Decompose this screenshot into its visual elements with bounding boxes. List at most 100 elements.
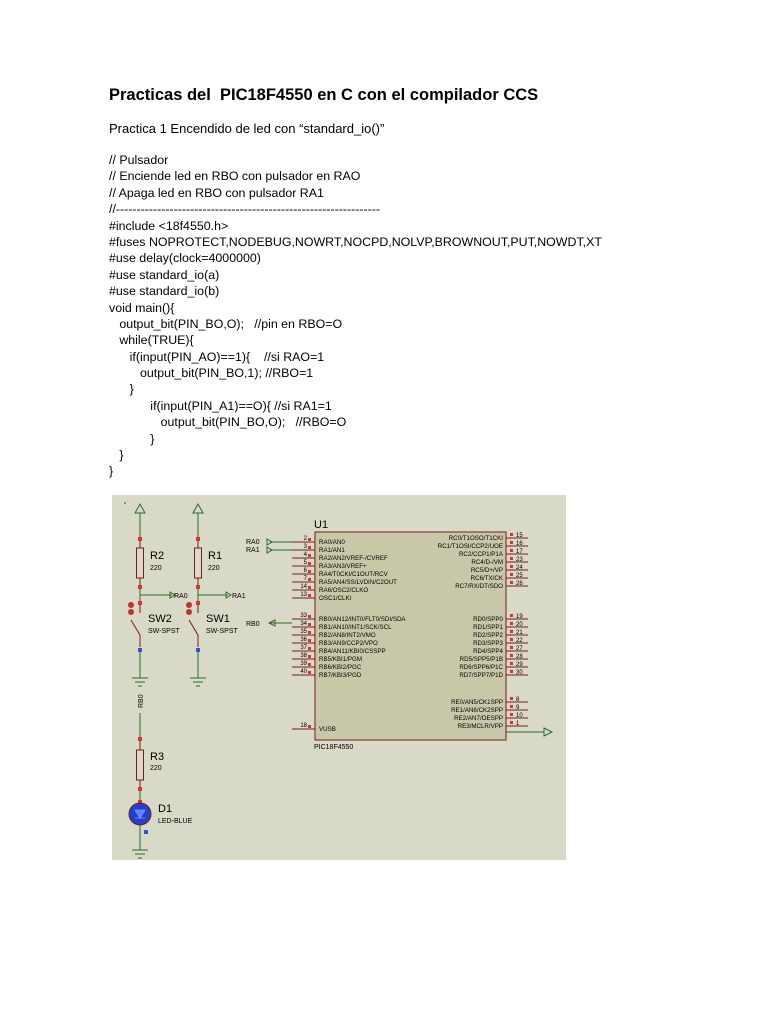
code-line: // Apaga led en RBO con pulsador RA1	[109, 185, 324, 200]
stray-dot	[124, 502, 126, 504]
pin-name: RD0/SPP0	[473, 616, 503, 623]
r3-value: 220	[150, 765, 162, 772]
pin-marker	[510, 697, 513, 700]
pin-name: RA4/T0CKI/C1OUT/RCV	[319, 571, 389, 578]
pin-number: 23	[516, 557, 523, 563]
code-line: // Enciende led en RBO con pulsador en R…	[109, 169, 361, 184]
pin-number: 26	[516, 581, 523, 587]
pin-name: RD7/SPP7/P1D	[459, 672, 503, 679]
pin-name: RB0/AN12/INT0/FLT0/SDI/SDA	[319, 616, 406, 623]
pin-name: RA5/AN4/SS/LVDIN/C2OUT	[319, 579, 397, 586]
pin-name: RB3/AN9/CCP2/VPO	[319, 640, 378, 647]
pin-name: RD3/SPP3	[473, 640, 503, 647]
ground-icon	[132, 825, 148, 859]
pin-name: RD1/SPP1	[473, 624, 503, 631]
pin-number: 28	[516, 654, 523, 660]
code-block: // Pulsador// Enciende led en RBO con pu…	[109, 152, 602, 480]
sw1-ref: SW1	[206, 613, 230, 625]
pin-marker	[510, 670, 513, 673]
code-line: }	[109, 382, 134, 397]
pin-name: RC0/T1OSO/T1CKI	[449, 535, 504, 542]
d1-ref: D1	[158, 803, 172, 815]
code-line: #use standard_io(b)	[109, 284, 220, 299]
pin-number: 13	[300, 592, 307, 598]
code-line: output_bit(PIN_BO,O); //pin en RBO=O	[109, 316, 343, 331]
pin-number: 34	[300, 621, 307, 627]
pin-name: RE3/MCLR/VPP	[458, 723, 503, 730]
pin-name: RA1/AN1	[319, 547, 345, 554]
code-line: #use standard_io(a)	[109, 267, 220, 282]
net-label-ra0-left: RA0	[174, 593, 188, 600]
r3-ref: R3	[150, 751, 164, 763]
schematic-diagram: R2 220 R1 220 RA0 RA1 SW2 SW-SPST	[112, 495, 566, 860]
pin-marker	[510, 646, 513, 649]
pin-number: 35	[300, 629, 307, 635]
pin-marker	[510, 581, 513, 584]
pin-name: RB5/KBI1/PGM	[319, 656, 362, 663]
pin-name: RE1/AN6/CK2SPP	[451, 707, 503, 714]
pin-name: RB7/KBI3/PGD	[319, 672, 362, 679]
pin-number: 27	[516, 646, 523, 652]
code-line: if(input(PIN_A1)==O){ //si RA1=1	[109, 398, 332, 413]
sw2-ref: SW2	[148, 613, 172, 625]
pin-marker	[308, 647, 311, 650]
pin-marker	[308, 538, 311, 541]
net-label-rb0-vertical: RB0	[138, 694, 145, 708]
code-line: #fuses NOPROTECT,NODEBUG,NOWRT,NOCPD,NOL…	[109, 234, 602, 249]
resistor-r3: R3 220	[136, 737, 164, 791]
pin-number: 40	[300, 669, 307, 675]
pin-marker	[510, 565, 513, 568]
pin-name: RA0/AN0	[319, 539, 345, 546]
pin-number: 15	[516, 533, 523, 539]
pin-name: RC5/D+/VP	[471, 567, 503, 574]
pin-number: 6	[304, 568, 308, 574]
pin-marker	[308, 546, 311, 549]
pin-name: VUSB	[319, 726, 336, 733]
pin-marker	[510, 654, 513, 657]
pin-number: 30	[516, 670, 523, 676]
pin-name: RA2/AN2/VREF-/CVREF	[319, 555, 388, 562]
code-line: output_bit(PIN_BO,1); //RBO=1	[109, 366, 314, 381]
pin-name: RE2/AN7/OESPP	[454, 715, 503, 722]
code-line: }	[109, 464, 114, 479]
pin-number: 17	[516, 549, 523, 555]
pin-marker	[510, 573, 513, 576]
pin-marker	[510, 662, 513, 665]
pin-marker	[308, 663, 311, 666]
pin-marker	[510, 721, 513, 724]
ground-icon	[190, 652, 206, 687]
pin-marker	[308, 594, 311, 597]
power-arrow-icon	[192, 502, 204, 537]
code-line: void main(){	[109, 300, 175, 315]
pin-marker	[510, 713, 513, 716]
document-title: Practicas del PIC18F4550 en C con el com…	[109, 86, 539, 104]
pin-marker	[308, 562, 311, 565]
pin-name: RD2/SPP2	[473, 632, 503, 639]
pin-marker	[510, 622, 513, 625]
pin-name: RC4/D-/VM	[471, 559, 503, 566]
pin-marker	[308, 570, 311, 573]
chip-right-pins: 15 RC0/T1OSO/T1CKI 16 RC1/T1OSI/CCP2/UOE 17R…	[438, 533, 528, 730]
pin-marker	[510, 557, 513, 560]
pin-name: RC1/T1OSI/CCP2/UOE	[438, 543, 503, 550]
pin-name: OSC1/CLKI	[319, 595, 352, 602]
code-line: #include <18f4550.h>	[109, 218, 229, 233]
pin-number: 7	[304, 576, 308, 582]
pin-name: RB4/AN11/KBI0/CSSPP	[319, 648, 386, 655]
code-line: //--------------------------------------…	[109, 202, 380, 217]
pin-marker	[308, 671, 311, 674]
r1-value: 220	[208, 565, 220, 572]
ground-icon	[132, 652, 148, 687]
code-line: }	[109, 448, 124, 463]
d1-type: LED-BLUE	[158, 818, 193, 825]
chip-body	[314, 531, 507, 741]
pin-name: RA6/OSC2/CLKO	[319, 587, 368, 594]
pin-name: RB1/AN10/INT1/SCK/SCL	[319, 624, 392, 631]
pin-number: 9	[516, 705, 520, 711]
pin-number: 25	[516, 573, 523, 579]
switch-sw1: SW1 SW-SPST	[186, 601, 238, 652]
pin-marker	[308, 623, 311, 626]
pin-number: 16	[516, 541, 523, 547]
pin-number: 39	[300, 661, 307, 667]
